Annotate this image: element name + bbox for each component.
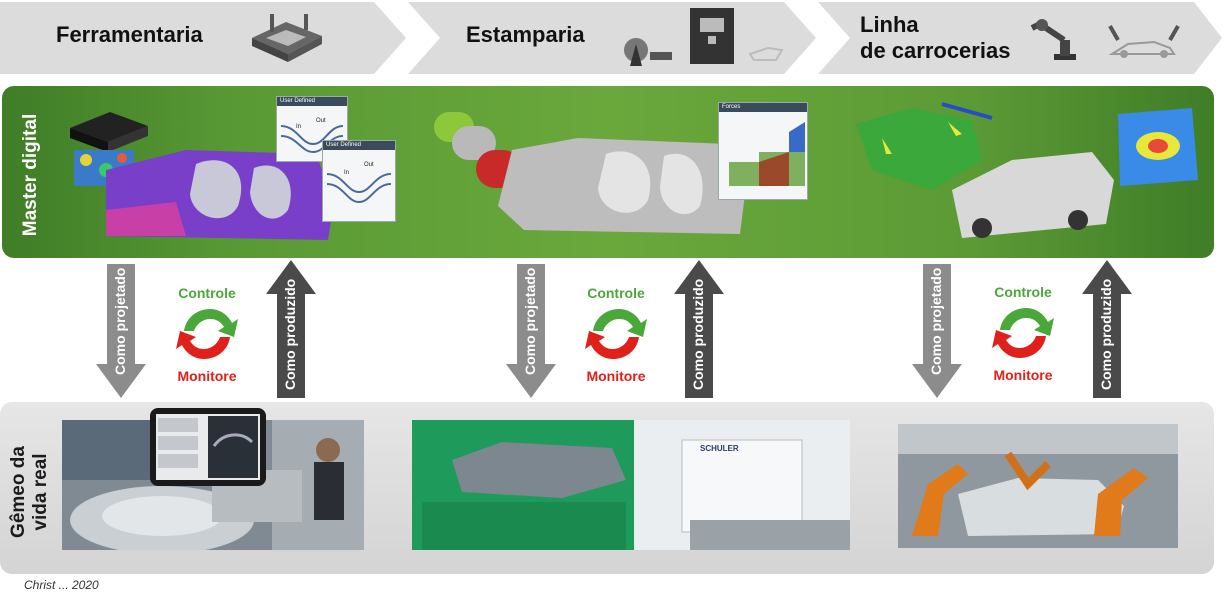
real-life-twin-label: Gêmeo da vida real xyxy=(8,432,52,552)
control-label-3: Controle xyxy=(994,284,1052,300)
control-label-2: Controle xyxy=(587,285,645,301)
popup-in-label-1: In xyxy=(296,124,302,130)
cycle-icon-1 xyxy=(176,309,238,359)
down-arrow-2-label: Como projetado xyxy=(522,267,538,375)
stage-title-carrocerias-line1: Linha xyxy=(860,12,919,37)
popup-in-label-2: In xyxy=(344,170,350,176)
down-arrow-1 xyxy=(96,264,146,398)
body-shop-robots-photo xyxy=(898,424,1178,548)
monitor-label-2: Monitore xyxy=(586,368,646,384)
stage-title-estamparia: Estamparia xyxy=(466,22,585,47)
popup-title: User Defined xyxy=(323,141,395,150)
up-arrow-2-label: Como produzido xyxy=(690,278,706,390)
down-arrow-1-label: Como projetado xyxy=(112,267,128,375)
popup-title: User Defined xyxy=(277,97,347,106)
real-life-twin-label-line1: Gêmeo da xyxy=(8,446,29,538)
control-label-1: Controle xyxy=(178,285,236,301)
cycle-icon-3 xyxy=(992,308,1054,358)
press-icon xyxy=(624,8,784,66)
body-in-white-simulation-image xyxy=(856,102,1198,238)
stage-title-ferramentaria: Ferramentaria xyxy=(56,22,203,47)
forces-popup: Forces xyxy=(718,102,808,200)
stamping-press-photo xyxy=(412,420,850,550)
press-brand-text: SCHULER xyxy=(700,444,739,453)
up-arrow-2 xyxy=(674,260,724,398)
cycle-icon-2 xyxy=(585,309,647,359)
down-arrow-3-label: Como projetado xyxy=(928,267,944,375)
stamping-simulation-image xyxy=(434,112,746,234)
up-arrow-3 xyxy=(1082,260,1132,398)
stage-title-carrocerias-line2: de carrocerias xyxy=(860,38,1011,63)
down-arrow-2 xyxy=(506,264,556,398)
up-arrow-3-label: Como produzido xyxy=(1098,278,1114,390)
up-arrow-1 xyxy=(266,260,316,398)
popup-out-label-2: Out xyxy=(364,162,374,168)
up-arrow-1-label: Como produzido xyxy=(282,278,298,390)
die-icon xyxy=(252,14,322,62)
monitor-label-3: Monitore xyxy=(993,367,1053,383)
source-caption: Christ ... 2020 xyxy=(24,578,99,592)
real-life-twin-label-line2: vida real xyxy=(30,453,51,531)
tooling-simulation-image xyxy=(70,112,334,240)
user-defined-popup-2: User Defined xyxy=(322,140,396,222)
robot-icon xyxy=(1030,19,1180,60)
master-digital-label: Master digital xyxy=(20,113,41,237)
monitor-label-1: Monitore xyxy=(177,368,237,384)
tablet-device-image xyxy=(150,408,266,486)
down-arrow-3 xyxy=(912,264,962,398)
popup-out-label-1: Out xyxy=(316,118,326,124)
forces-popup-title: Forces xyxy=(719,103,807,112)
